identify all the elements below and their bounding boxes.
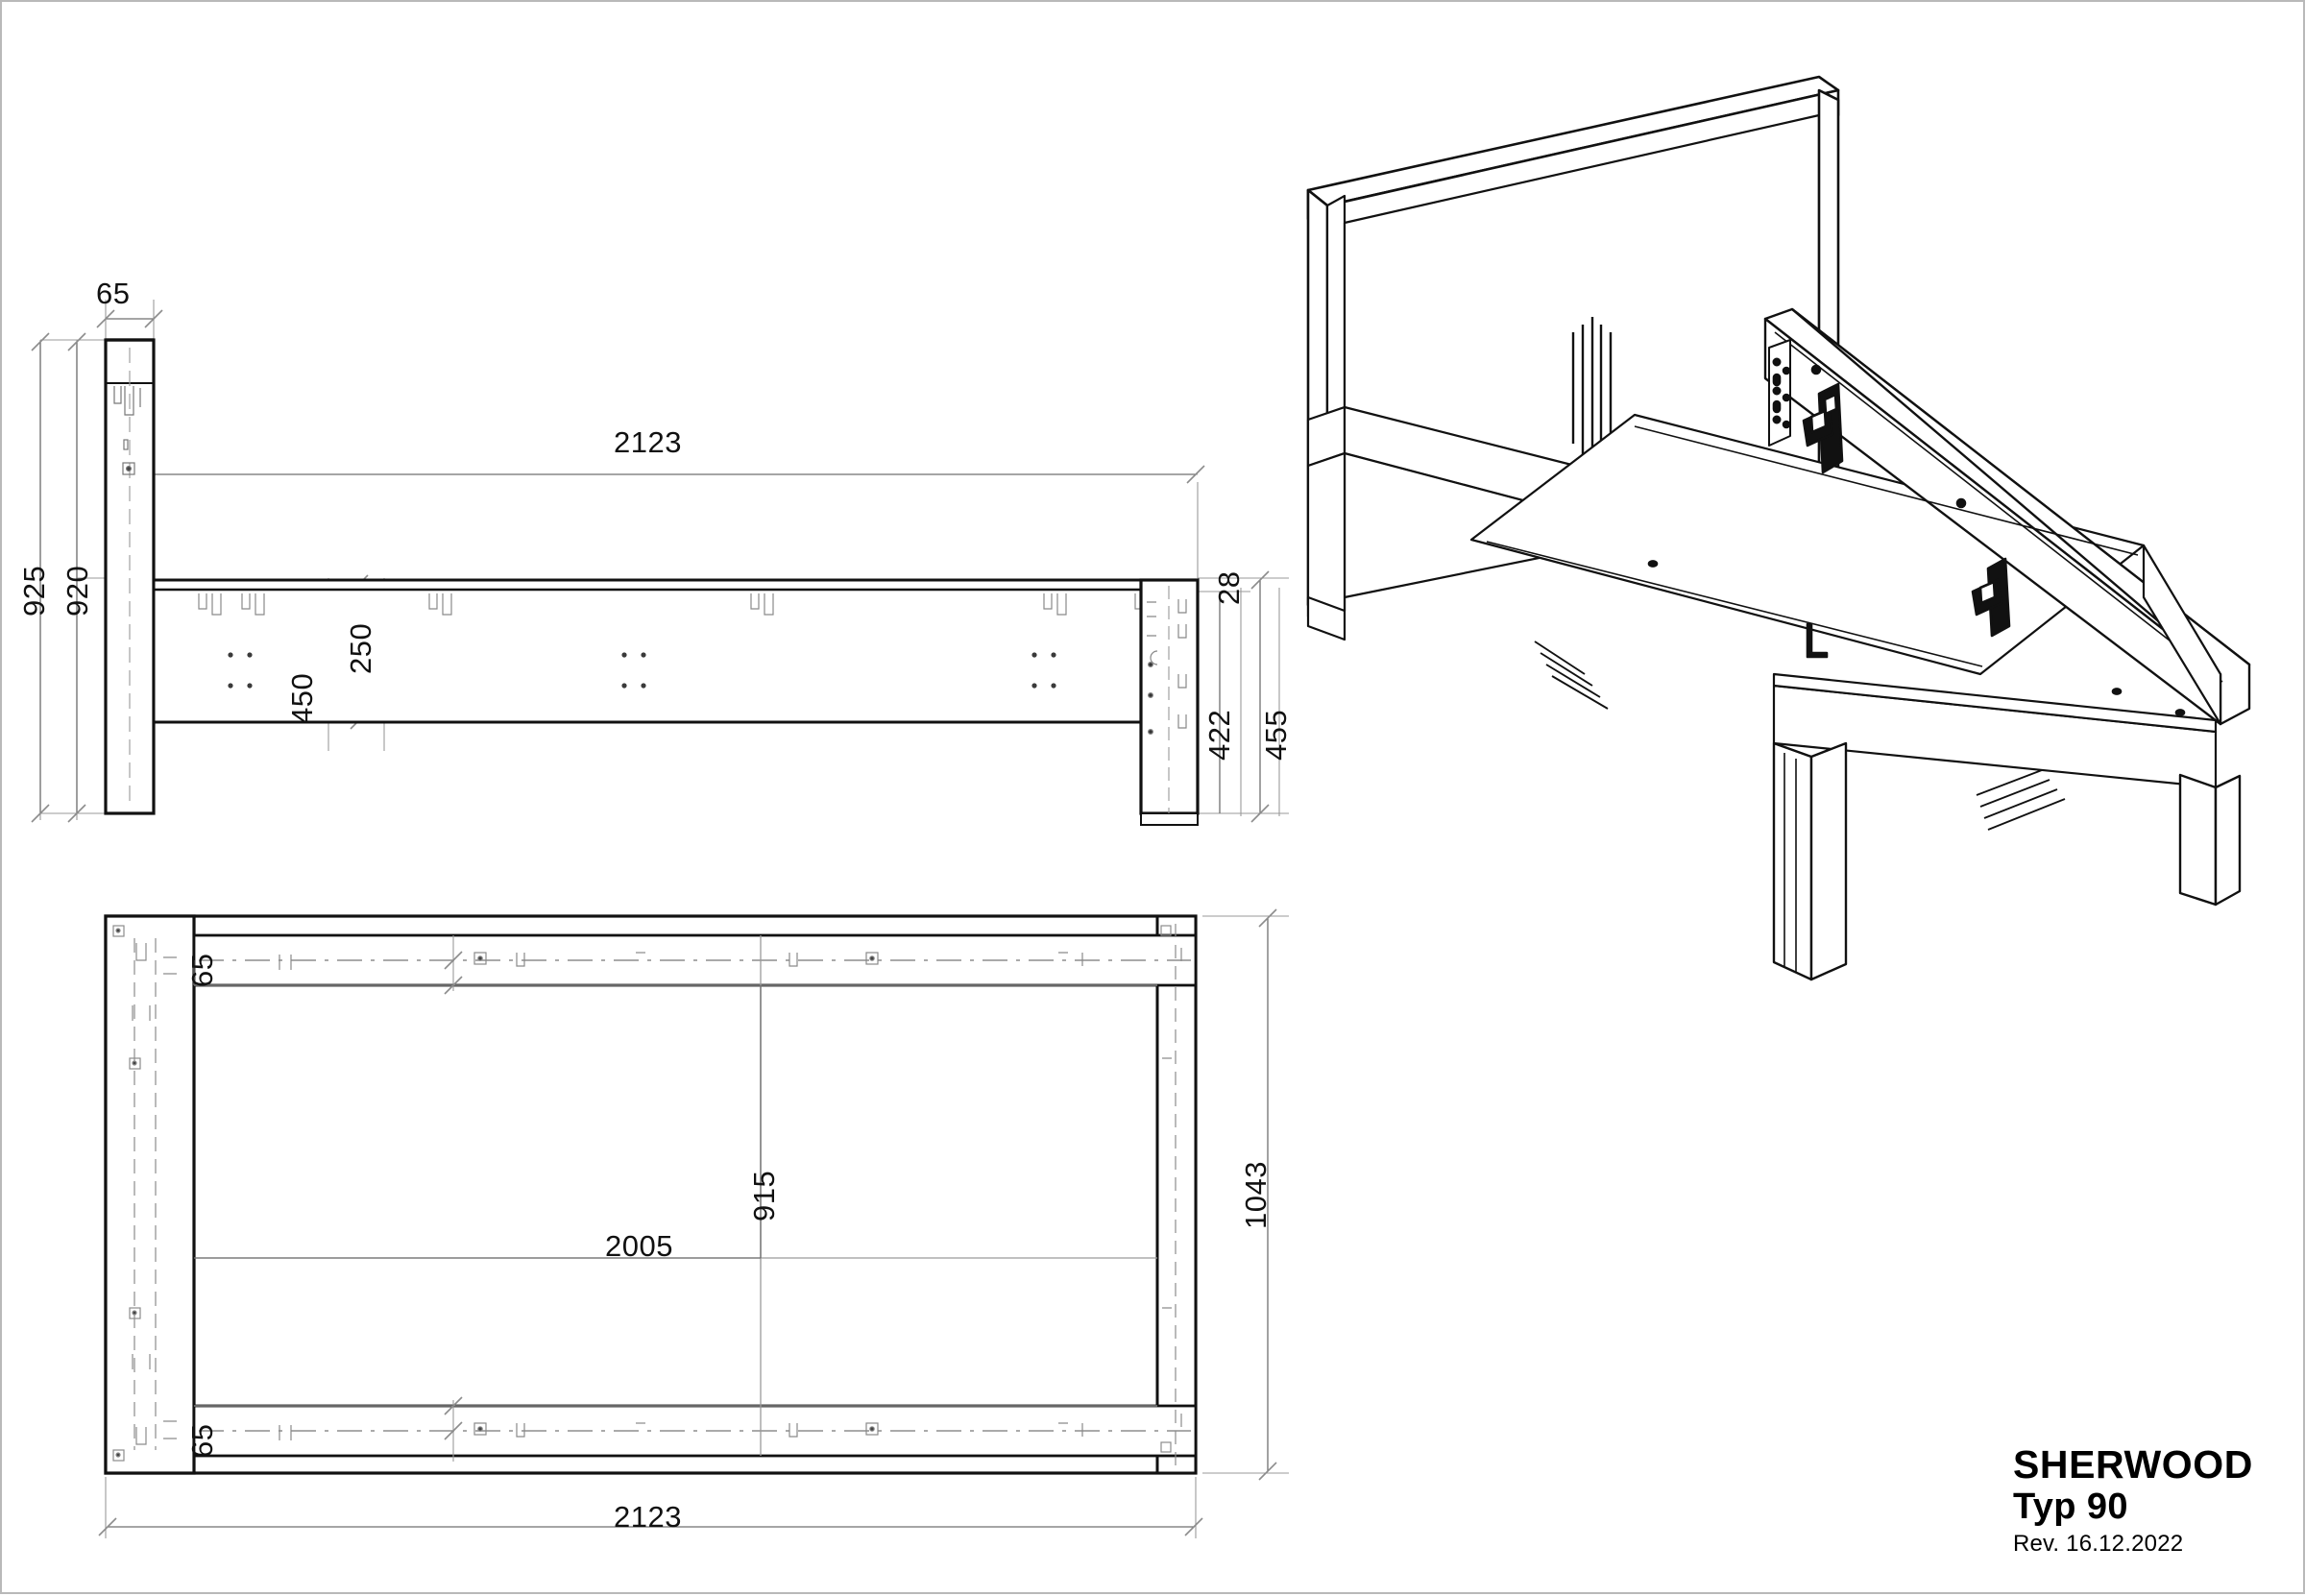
plan-drilling-marks xyxy=(279,952,1083,1440)
product-type: Typ 90 xyxy=(2012,1487,2128,1528)
dim-elevation-foot-total: 455 xyxy=(1259,709,1293,761)
plan-headboard-fittings xyxy=(112,925,177,1462)
plan-footboard xyxy=(1155,914,1198,1475)
revision-date: Rev. 16.12.2022 xyxy=(2012,1530,2184,1557)
plan-outer-frame xyxy=(104,914,1198,1475)
iso-front-side-rail xyxy=(1772,672,2218,831)
iso-dowel-marks xyxy=(1647,560,2186,716)
dim-plan-rail-width-top: 65 xyxy=(185,953,219,987)
product-name: SHERWOOD xyxy=(2012,1441,2253,1487)
iso-head-mount-rail xyxy=(1763,307,2251,726)
dim-elevation-rail-thickness: 28 xyxy=(1212,570,1246,605)
rail-hole-marks xyxy=(228,652,1056,689)
iso-legs xyxy=(1306,595,2242,981)
dim-elevation-rail-height: 450 xyxy=(285,672,319,724)
dim-plan-mattress-width: 915 xyxy=(747,1170,781,1221)
front-rail-decor-grooves xyxy=(1976,769,2066,831)
cam-lock-fitting-mid xyxy=(1955,497,2011,638)
plan-dimension-lines xyxy=(98,908,1277,1536)
dim-plan-overall-width: 1043 xyxy=(1239,1161,1273,1229)
mounting-bracket-headboard xyxy=(1768,339,1791,447)
iso-foot-rail xyxy=(2142,544,2222,726)
dim-plan-mattress-length: 2005 xyxy=(605,1229,673,1263)
top-plan-view xyxy=(98,908,1289,1538)
plan-footboard-fittings xyxy=(1160,924,1182,1465)
dim-elevation-overall-length: 2123 xyxy=(614,425,682,459)
cam-lock-fitting-head xyxy=(1802,364,1844,474)
side-rail-decor-grooves xyxy=(1534,641,1609,710)
headboard-post xyxy=(104,338,156,815)
side-elevation-view xyxy=(31,300,1289,826)
isometric-3d-view xyxy=(1306,75,2251,981)
footboard-post xyxy=(1139,578,1200,826)
dim-plan-rail-width-bottom: 65 xyxy=(185,1423,219,1458)
dim-elevation-rail-drop: 250 xyxy=(344,622,377,674)
elevation-extension-lines xyxy=(39,300,1289,820)
plan-headboard xyxy=(104,914,196,1475)
elevation-dimension-lines xyxy=(31,309,1270,823)
dim-plan-overall-length: 2123 xyxy=(614,1500,682,1534)
dim-elevation-post-width: 65 xyxy=(96,277,131,310)
dim-elevation-headboard-height: 920 xyxy=(61,565,94,617)
iso-platform-seams xyxy=(1486,425,2139,667)
dim-elevation-foot-post-height: 422 xyxy=(1202,709,1236,761)
dim-elevation-total-height: 925 xyxy=(17,565,51,617)
side-rail xyxy=(152,578,1200,724)
plan-rail-bottom xyxy=(192,1404,1198,1458)
plan-rail-top xyxy=(192,933,1198,987)
headboard-decor-grooves xyxy=(1571,317,1613,465)
title-block: SHERWOOD Typ 90 Rev. 16.12.2022 xyxy=(2012,1441,2253,1557)
l-bracket-platform xyxy=(1806,622,1829,659)
